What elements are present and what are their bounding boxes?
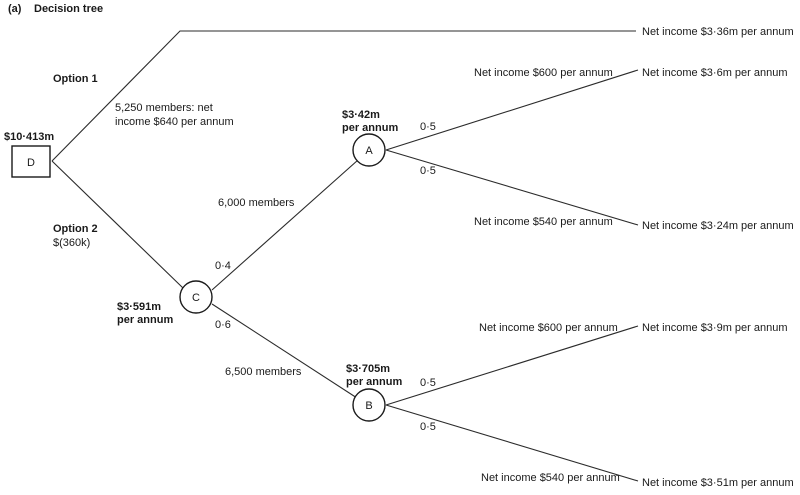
c-to-b-probability: 0·6 bbox=[215, 319, 231, 331]
a-low-probability: 0·5 bbox=[420, 165, 436, 177]
decision-node-d bbox=[11, 145, 51, 178]
c-to-a-probability: 0·4 bbox=[215, 260, 231, 272]
edge-b-low bbox=[385, 404, 639, 482]
figure-part-label: (a) bbox=[8, 3, 22, 15]
node-b-value-unit: per annum bbox=[346, 376, 402, 388]
a-high-label: Net income $600 per annum bbox=[474, 67, 613, 79]
node-c-value-unit: per annum bbox=[117, 314, 173, 326]
outcome-b-high: Net income $3·9m per annum bbox=[642, 322, 788, 334]
node-c-label: C bbox=[192, 292, 200, 304]
outcome-a-low: Net income $3·24m per annum bbox=[642, 220, 794, 232]
outcome-a-high: Net income $3·6m per annum bbox=[642, 67, 788, 79]
edge-c-to-a bbox=[211, 159, 359, 291]
option-1-label: Option 1 bbox=[53, 73, 98, 85]
option-1-note-line1: 5,250 members: net bbox=[115, 102, 213, 114]
edge-b-high bbox=[385, 325, 639, 406]
option-2-cost: $(360k) bbox=[53, 237, 90, 249]
b-low-label: Net income $540 per annum bbox=[481, 472, 620, 484]
edge-a-low bbox=[385, 149, 639, 226]
chance-node-b bbox=[352, 388, 386, 422]
option-1-note-line2: income $640 per annum bbox=[115, 116, 234, 128]
node-b-label: B bbox=[365, 400, 372, 412]
outcome-b-low: Net income $3·51m per annum bbox=[642, 477, 794, 489]
edge-option-1 bbox=[51, 30, 636, 162]
b-low-probability: 0·5 bbox=[420, 421, 436, 433]
node-a-label: A bbox=[365, 145, 373, 157]
node-a-value: $3·42m bbox=[342, 109, 380, 121]
b-high-label: Net income $600 per annum bbox=[479, 322, 618, 334]
node-d-label: D bbox=[27, 157, 35, 169]
outcome-option-1: Net income $3·36m per annum bbox=[642, 26, 794, 38]
c-to-a-label: 6,000 members bbox=[218, 197, 295, 209]
chance-node-c bbox=[179, 280, 213, 314]
a-low-label: Net income $540 per annum bbox=[474, 216, 613, 228]
option-2-label: Option 2 bbox=[53, 223, 98, 235]
edge-a-high bbox=[385, 69, 639, 151]
node-b-value: $3·705m bbox=[346, 363, 390, 375]
node-c-value: $3·591m bbox=[117, 301, 161, 313]
b-high-probability: 0·5 bbox=[420, 377, 436, 389]
edge-option-2 bbox=[51, 160, 184, 289]
chance-node-a bbox=[352, 133, 386, 167]
node-d-value: $10·413m bbox=[4, 131, 54, 143]
figure-title: Decision tree bbox=[34, 3, 103, 15]
node-a-value-unit: per annum bbox=[342, 122, 398, 134]
edge-c-to-b bbox=[211, 303, 358, 399]
a-high-probability: 0·5 bbox=[420, 121, 436, 133]
c-to-b-label: 6,500 members bbox=[225, 366, 302, 378]
